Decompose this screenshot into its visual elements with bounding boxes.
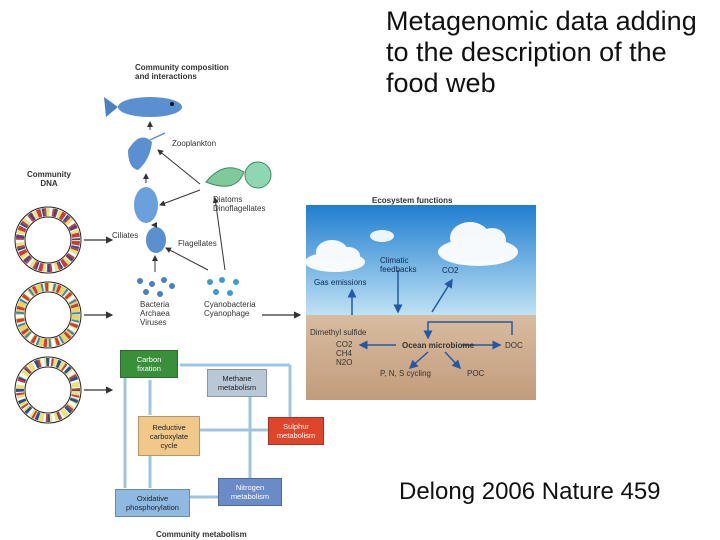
nitrogen-metabolism-box: Nitrogen metabolism [218, 478, 282, 506]
community-heading: Community composition and interactions [135, 63, 229, 81]
oxidative-phosphorylation-box: Oxidative phosphorylation [115, 489, 190, 517]
reductive-cycle-box: Reductive carboxylate cycle [138, 416, 200, 456]
gas-emissions-label: Gas emissions [314, 278, 367, 287]
zooplankton-label: Zooplankton [172, 139, 217, 148]
fish-icon [104, 97, 182, 117]
co2-label: CO2 [442, 266, 459, 275]
cyanobacteria-label: Cyanobacteria Cyanophage [204, 300, 256, 318]
cycling-label: P, N, S cycling [380, 369, 431, 378]
diatoms-label: Diatoms Dinoflagellates [213, 195, 266, 213]
cloud-icon [305, 240, 365, 272]
cloud-icon [370, 230, 394, 242]
carbon-fixation-box: Carbon fixation [120, 350, 178, 378]
dna-ring-1 [14, 206, 82, 274]
dna-ring-2 [14, 281, 82, 349]
flagellates-label: Flagellates [178, 239, 217, 248]
cloud-icon [438, 222, 518, 266]
bacteria-icon [137, 277, 175, 297]
gases-label: CO2 CH4 N2O [336, 340, 353, 367]
community-metabolism-label: Community metabolism [156, 530, 247, 539]
poc-label: POC [467, 369, 485, 378]
climatic-label: Climatic feedbacks [380, 256, 417, 274]
ocean-microbiome-label: Ocean microbiome [402, 341, 475, 350]
microbes-label: Bacteria Archaea Viruses [140, 300, 170, 327]
ciliate-icon [134, 187, 158, 223]
dna-ring-3 [14, 356, 82, 424]
diatom-icon [205, 161, 272, 189]
community-dna-label: Community DNA [27, 170, 71, 188]
cyanobacteria-icon [207, 277, 239, 296]
ciliates-label: Ciliates [112, 231, 139, 240]
methane-metabolism-box: Methane metabolism [207, 369, 267, 397]
metabolism-links [123, 363, 292, 499]
flagellate-icon [146, 227, 166, 253]
sulphur-metabolism-box: Sulphur metabolism [268, 417, 324, 445]
citation: Delong 2006 Nature 459 [399, 478, 661, 505]
dms-label: Dimethyl sulfide [310, 328, 367, 337]
zooplankton-icon [128, 132, 166, 170]
ecosystem-heading: Ecosystem functions [372, 196, 453, 205]
slide-title: Metagenomic data adding to the descripti… [386, 6, 697, 98]
doc-label: DOC [505, 341, 523, 350]
